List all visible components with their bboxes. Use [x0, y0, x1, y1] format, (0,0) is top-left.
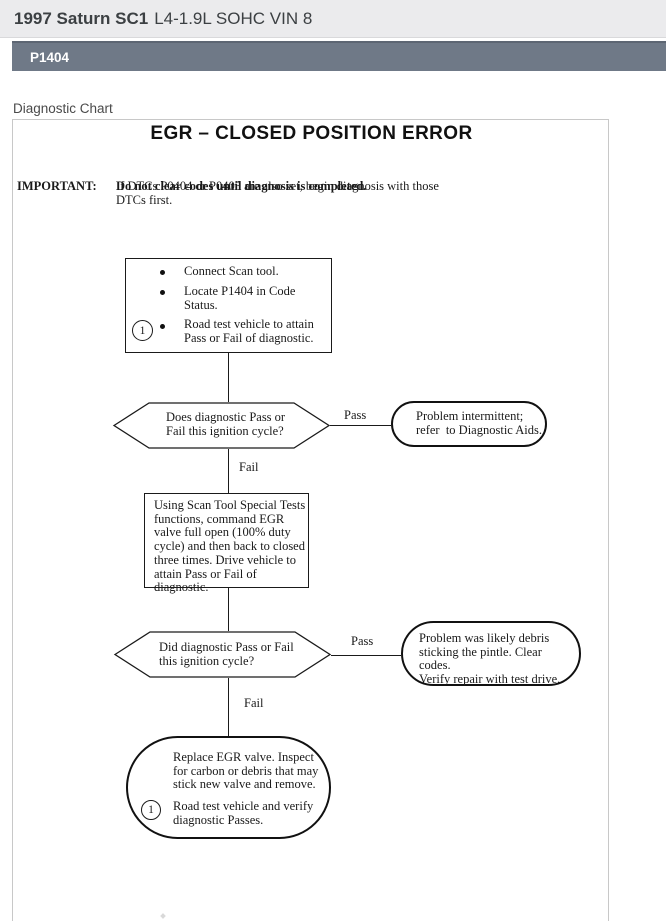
step1-item-1: Connect Scan tool.: [184, 264, 279, 278]
section-title: Diagnostic Chart: [13, 101, 113, 116]
connector-line: [228, 588, 230, 631]
result1-terminal: [391, 401, 547, 447]
decision2-hexagon: [113, 631, 332, 678]
chart-title: EGR – CLOSED POSITION ERROR: [150, 123, 473, 144]
important-label: IMPORTANT:: [17, 179, 97, 193]
step2-box: [144, 493, 309, 588]
step1-item-2: Locate P1404 in Code Status.: [184, 284, 299, 312]
vehicle-header-bar: 1997 Saturn SC1 L4-1.9L SOHC VIN 8: [0, 0, 666, 38]
footnote-1-badge: 1: [141, 800, 161, 820]
important-text-normal: If DTCs P0404 or P0405 are also set, beg…: [116, 179, 439, 207]
pass-label-1: Pass: [344, 408, 367, 422]
pass-line-1: [330, 425, 391, 427]
result2-text: Problem was likely debris sticking the p…: [419, 631, 561, 687]
dtc-section-header[interactable]: P1404: [12, 41, 666, 71]
result1-text: Problem intermittent; refer to Diagnosti…: [416, 409, 543, 437]
decision1-hexagon: [112, 402, 331, 449]
fail-label-1: Fail: [239, 460, 259, 474]
bullet-icon: [160, 324, 165, 329]
result2-terminal: [401, 621, 581, 686]
dtc-code-label: P1404: [30, 49, 70, 65]
footnote-1-badge: 1: [132, 320, 153, 341]
connector-line: [228, 353, 230, 402]
vehicle-title: 1997 Saturn SC1: [14, 8, 149, 28]
diagnostic-chart: EGR – CLOSED POSITION ERROR IMPORTANT: I…: [12, 119, 609, 921]
decision2-text: Did diagnostic Pass or Fail this ignitio…: [159, 640, 294, 668]
pass-line-2: [331, 655, 401, 657]
step1-item-3: Road test vehicle to attain Pass or Fail…: [184, 317, 314, 345]
step1-box: Connect Scan tool. Locate P1404 in Code …: [125, 258, 332, 353]
vehicle-subtitle: L4-1.9L SOHC VIN 8: [154, 8, 313, 28]
connector-line: [228, 678, 230, 736]
important-text-bold: Do not clear codes until diagnosis is co…: [116, 179, 367, 193]
pass-label-2: Pass: [351, 634, 374, 648]
connector-line: [228, 449, 230, 493]
step3-terminal: Replace EGR valve. Inspect for carbon or…: [126, 736, 331, 839]
step3-text-1: Replace EGR valve. Inspect for carbon or…: [173, 750, 319, 792]
bullet-icon: [160, 290, 165, 295]
fail-label-2: Fail: [244, 696, 264, 710]
decision1-text: Does diagnostic Pass or Fail this igniti…: [166, 410, 286, 438]
scan-artifact-mark: [160, 913, 166, 919]
step3-text-2: Road test vehicle and verify diagnostic …: [173, 799, 314, 827]
bullet-icon: [160, 270, 165, 275]
step2-text: Using Scan Tool Special Tests functions,…: [154, 498, 306, 595]
